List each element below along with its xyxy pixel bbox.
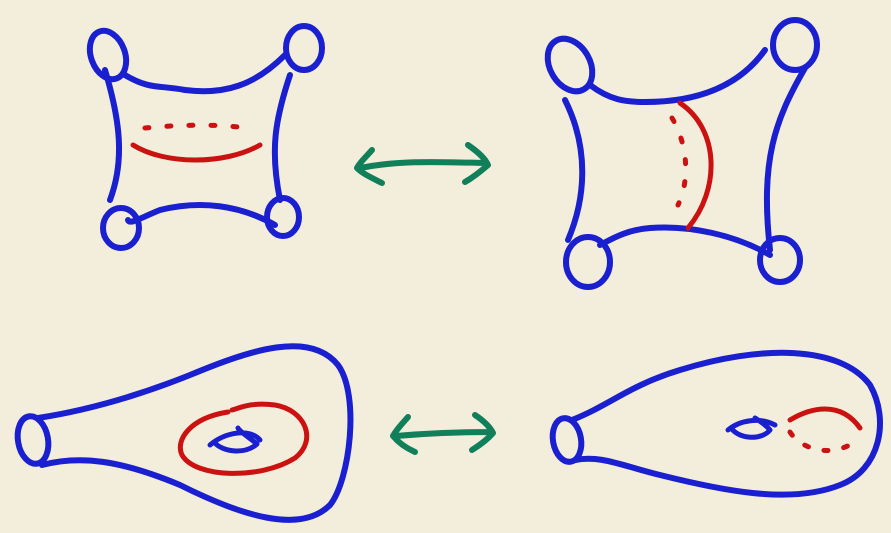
torus-left — [14, 346, 350, 520]
handle-hole — [210, 428, 260, 451]
boundary-circle — [773, 20, 817, 70]
surface-outline — [38, 346, 350, 520]
curve-front — [133, 145, 260, 160]
surface-outline — [572, 353, 880, 495]
boundary-circle — [267, 198, 299, 236]
boundary-circle — [14, 414, 52, 466]
four-holed-sphere-right — [539, 20, 817, 287]
curve-back — [672, 118, 686, 205]
boundary-circle — [103, 208, 139, 248]
double-arrow-icon — [357, 145, 488, 183]
surface-outline — [565, 50, 805, 255]
curve-back — [145, 125, 238, 128]
boundary-circle — [566, 237, 610, 287]
boundary-circle — [760, 238, 800, 282]
four-holed-sphere-left — [83, 26, 322, 248]
boundary-circle — [286, 26, 322, 70]
handle-hole — [728, 418, 775, 437]
curve-back — [790, 432, 858, 450]
curve-front — [790, 409, 860, 428]
double-arrow-icon — [393, 415, 493, 452]
curve-around-hole — [180, 404, 306, 473]
torus-right — [549, 353, 880, 495]
surface-outline — [105, 55, 290, 225]
